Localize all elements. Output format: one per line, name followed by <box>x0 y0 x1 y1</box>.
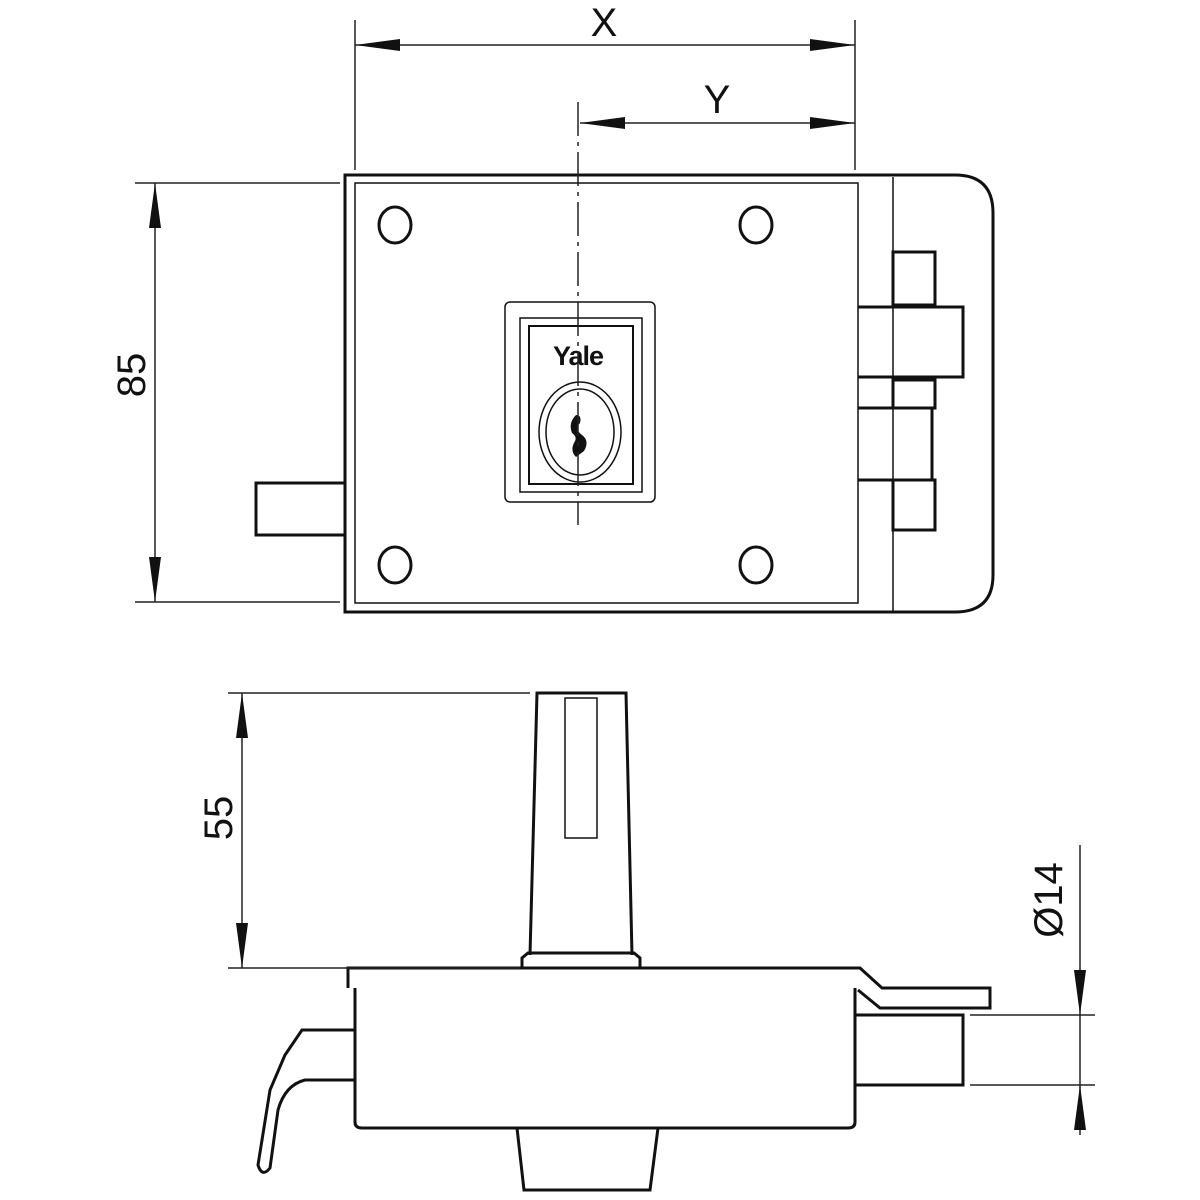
top-view: Yale X Y 85 <box>110 1 995 614</box>
dimension-55-label: 55 <box>197 796 241 841</box>
left-pin <box>254 481 345 537</box>
dimension-diameter-14: Ø14 <box>970 845 1095 1135</box>
screw-hole-top-right <box>738 205 774 245</box>
latch-lower-block <box>891 478 937 532</box>
dimension-55: 55 <box>197 692 530 969</box>
key-plate-mid <box>519 317 643 493</box>
spindle-collar <box>520 951 642 968</box>
dimension-diameter-label: Ø14 <box>1027 862 1071 938</box>
dimension-y-label: Y <box>704 78 731 122</box>
dimension-85-label: 85 <box>110 353 154 398</box>
cylinder-outer <box>538 381 622 483</box>
lock-plate-inner <box>354 182 859 604</box>
mounting-plate <box>346 966 992 1010</box>
thumb-turn <box>515 1127 660 1192</box>
bolt-side <box>855 1013 965 1087</box>
latch-upper-block <box>891 250 937 307</box>
side-view: 55 Ø14 <box>197 691 1095 1192</box>
key-plate-outer <box>504 301 656 503</box>
dimension-x: X <box>354 1 856 170</box>
key-plate-inner <box>528 325 634 485</box>
latch-mid-block <box>891 378 937 410</box>
dimension-y: Y <box>580 78 855 129</box>
lock-body <box>353 988 857 1130</box>
screw-hole-top-left <box>377 205 413 245</box>
latch-bolt <box>858 406 934 482</box>
cylinder-inner <box>545 388 615 476</box>
lever-handle <box>256 1028 355 1174</box>
spindle-slot <box>564 697 598 839</box>
dimension-85: 85 <box>110 182 340 603</box>
dimension-x-label: X <box>591 1 618 45</box>
lock-case-outline <box>343 173 995 614</box>
yale-logo: Yale <box>553 341 604 371</box>
spindle-post <box>528 691 634 956</box>
screw-hole-bottom-right <box>738 545 774 585</box>
screw-hole-bottom-left <box>377 545 413 585</box>
dead-bolt <box>858 305 965 379</box>
